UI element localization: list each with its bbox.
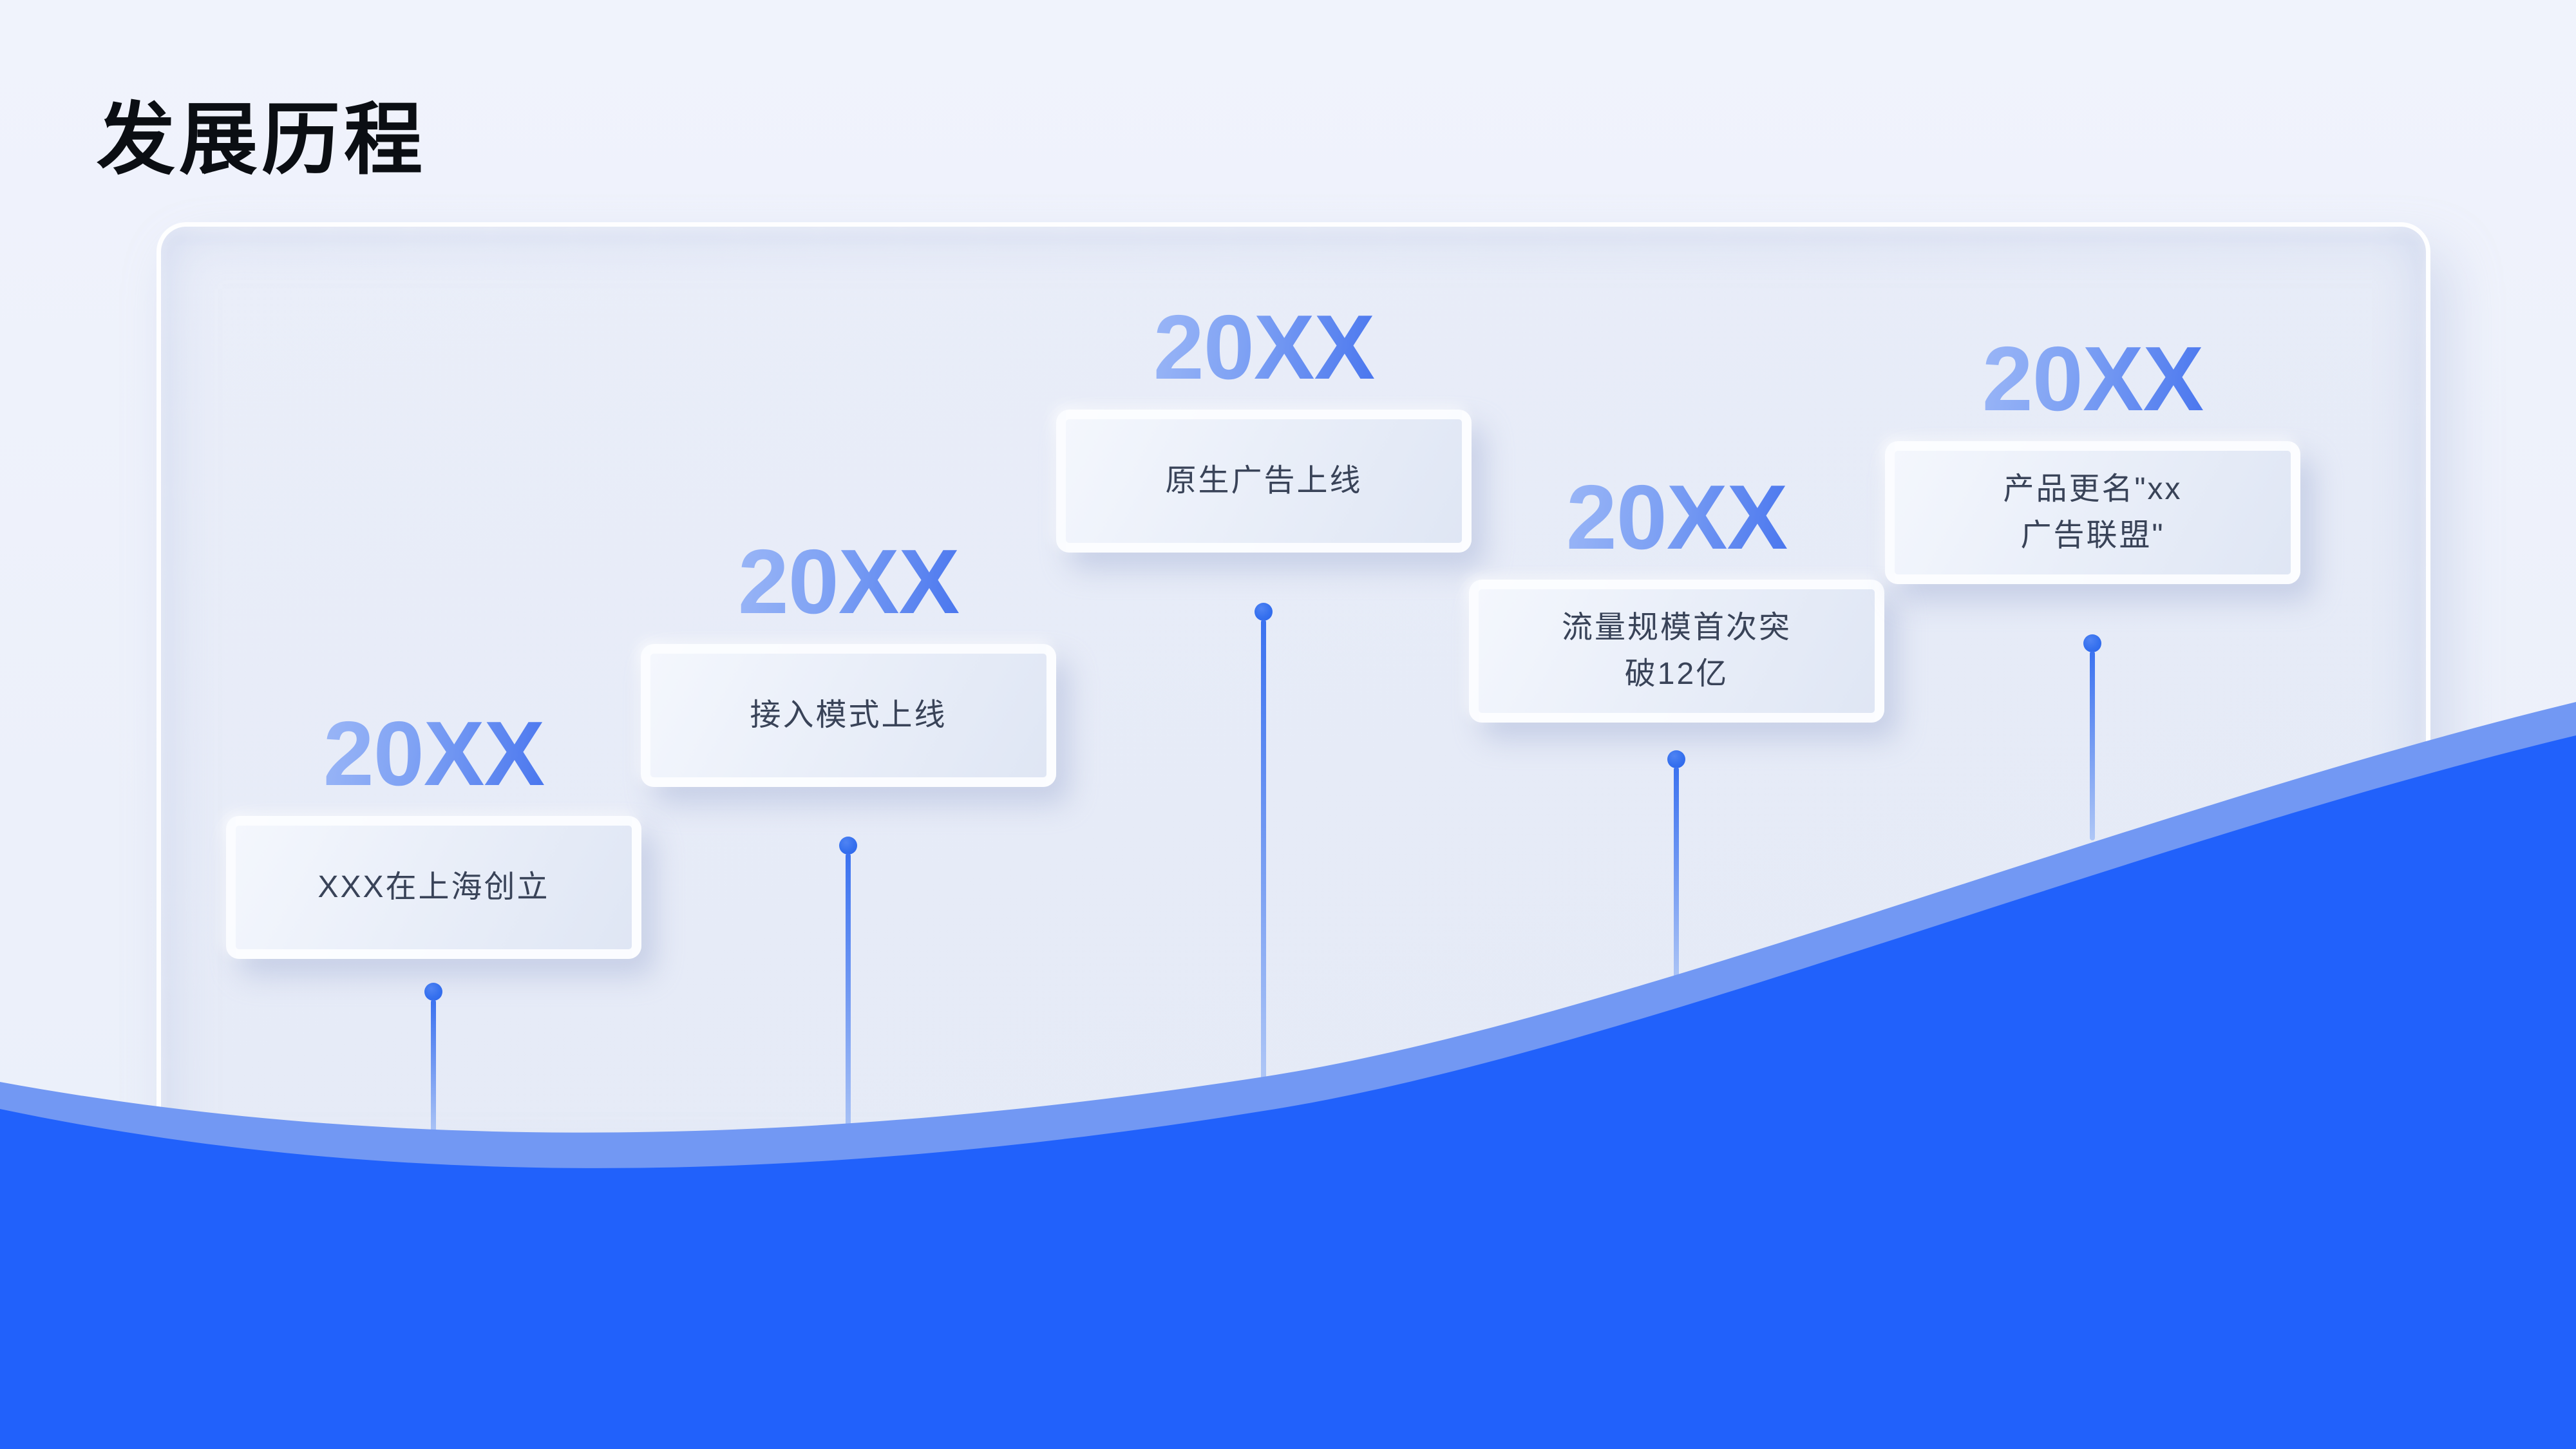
timeline-stem [846, 853, 851, 1150]
milestone-1-text-line1: XXX在上海创立 [317, 870, 550, 904]
page-title: 发展历程 [97, 96, 426, 184]
timeline-stem [1261, 620, 1266, 1085]
milestone-4-text-line2: 破12亿 [1624, 657, 1729, 691]
milestone-1-card: XXX在上海创立 [226, 816, 641, 959]
milestone-2-year: 20XX [641, 536, 1056, 628]
timeline-dot [839, 837, 857, 855]
timeline-dot [1255, 603, 1273, 621]
milestone-4-year: 20XX [1469, 472, 1884, 564]
milestone-4-card: 流量规模首次突 破12亿 [1469, 580, 1884, 723]
timeline-stem [2090, 651, 2095, 840]
milestone-3-year: 20XX [1056, 302, 1472, 393]
milestone-5-card: 产品更名"xx 广告联盟" [1885, 441, 2300, 584]
milestone-2-text-line1: 接入模式上线 [750, 698, 947, 732]
milestone-4-text-line1: 流量规模首次突 [1561, 611, 1792, 645]
timeline-dot [2083, 634, 2101, 652]
milestone-5-text-line1: 产品更名"xx [2003, 472, 2183, 506]
timeline-stem [431, 999, 436, 1139]
milestone-5-year: 20XX [1885, 334, 2300, 425]
timeline-dot [1667, 750, 1685, 768]
timeline-dot [424, 983, 442, 1001]
timeline-stem [1674, 767, 1679, 985]
milestone-5-text-line2: 广告联盟" [2020, 518, 2165, 553]
milestone-3-text-line1: 原生广告上线 [1165, 464, 1363, 498]
milestone-3-card: 原生广告上线 [1056, 410, 1472, 553]
milestone-1-year: 20XX [226, 708, 641, 800]
milestone-2-card: 接入模式上线 [641, 644, 1056, 787]
